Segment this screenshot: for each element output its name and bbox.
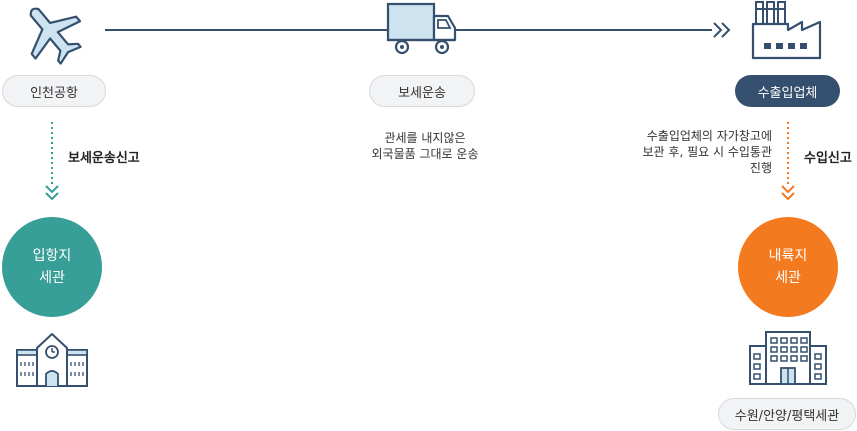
left-flow-connector (45, 122, 59, 201)
truck-icon (386, 2, 457, 55)
airplane-icon (29, 7, 82, 65)
node-importer: 수출입업체 (735, 75, 840, 107)
right-flow-connector (781, 122, 795, 201)
node-airport: 인천공항 (2, 75, 106, 107)
top-flow-line (105, 22, 731, 38)
node-entry-port-customs: 입항지 세관 (2, 217, 102, 317)
office-building-icon (749, 331, 827, 385)
customs-building-icon (16, 333, 88, 387)
node-inland-customs: 내륙지 세관 (738, 217, 838, 317)
step-import-declaration: 수입신고 (804, 151, 852, 166)
step-bonded-transport-declaration: 보세운송신고 (68, 151, 140, 166)
node-bonded-transport: 보세운송 (369, 75, 475, 107)
transport-description: 관세를 내지않은 외국물품 그대로 운송 (371, 131, 479, 161)
importer-description: 수출입업체의 자가창고에 보관 후, 필요 시 수입통관 진행 (642, 129, 772, 175)
node-regional-customs: 수원/안양/평택세관 (718, 398, 856, 430)
factory-icon (751, 1, 822, 60)
